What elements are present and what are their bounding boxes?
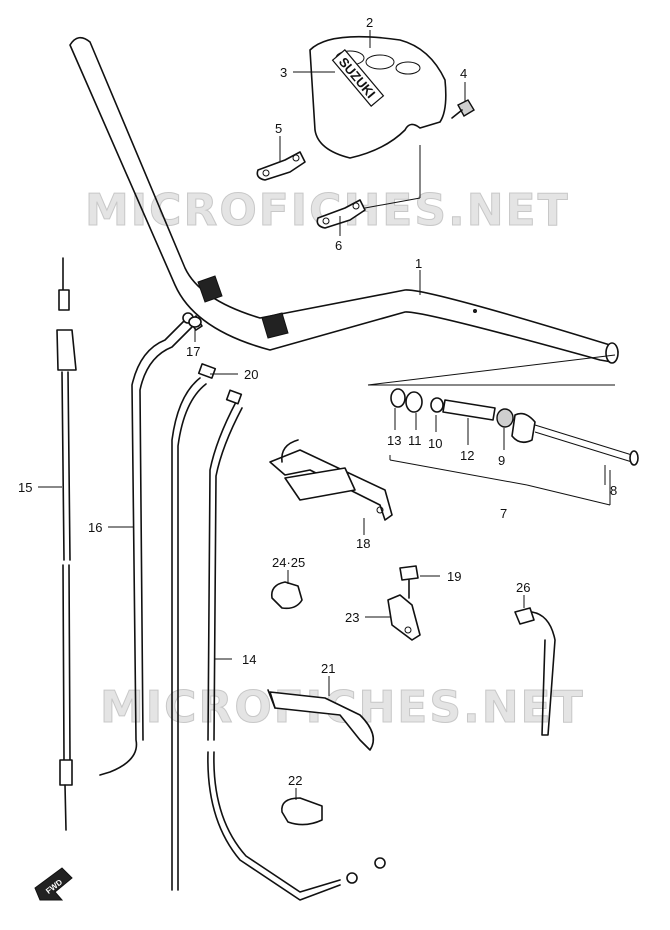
leader-lines xyxy=(38,30,606,800)
bracket-5 xyxy=(256,151,306,181)
clamp-24-25 xyxy=(270,581,303,610)
callout-labels: 1 2 3 4 5 6 7 8 9 10 11 12 13 14 15 16 1… xyxy=(18,15,617,788)
callout-26: 26 xyxy=(516,580,530,595)
cable-16 xyxy=(99,312,194,776)
callout-7: 7 xyxy=(500,506,507,521)
callout-3: 3 xyxy=(280,65,287,80)
callout-14: 14 xyxy=(242,652,256,667)
bracket-18 xyxy=(269,439,393,521)
callout-20: 20 xyxy=(244,367,258,382)
callout-16: 16 xyxy=(88,520,102,535)
callout-19: 19 xyxy=(447,569,461,584)
cable-20 xyxy=(171,363,217,891)
handlebar xyxy=(69,36,619,364)
fwd-arrow: FWD xyxy=(34,867,73,901)
bar-end-assembly xyxy=(367,354,639,506)
callout-2: 2 xyxy=(366,15,373,30)
bracket-21 xyxy=(267,689,375,751)
bracket-6 xyxy=(316,199,366,229)
callout-23: 23 xyxy=(345,610,359,625)
callout-10: 10 xyxy=(428,436,442,451)
callout-8: 8 xyxy=(610,483,617,498)
callout-6: 6 xyxy=(335,238,342,253)
bolt-19 xyxy=(399,565,419,599)
cable-14 xyxy=(207,389,386,901)
cable-15 xyxy=(56,257,77,831)
callout-4: 4 xyxy=(460,66,467,81)
callout-18: 18 xyxy=(356,536,370,551)
handlebar-cover: SUZUKI xyxy=(309,35,447,159)
nut-17 xyxy=(188,316,202,328)
wire-26 xyxy=(514,607,556,736)
callout-21: 21 xyxy=(321,661,335,676)
clamp-22 xyxy=(281,797,323,826)
callout-5: 5 xyxy=(275,121,282,136)
callout-15: 15 xyxy=(18,480,32,495)
watermark-top: MICROFICHES.NET xyxy=(85,185,570,236)
bolt-4 xyxy=(451,99,475,119)
bracket-23 xyxy=(387,594,421,641)
callout-12: 12 xyxy=(460,448,474,463)
callout-22: 22 xyxy=(288,773,302,788)
callout-1: 1 xyxy=(415,256,422,271)
callout-9: 9 xyxy=(498,453,505,468)
callout-24-25: 24·25 xyxy=(272,555,305,570)
callout-13: 13 xyxy=(387,433,401,448)
callout-17: 17 xyxy=(186,344,200,359)
callout-11: 11 xyxy=(408,433,422,448)
